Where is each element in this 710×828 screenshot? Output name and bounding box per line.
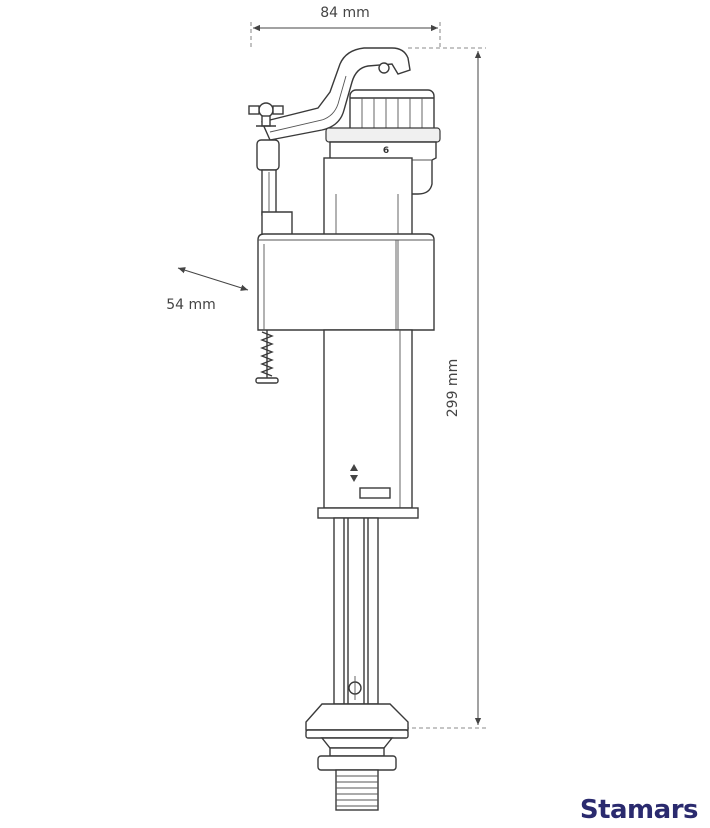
height-label: 299 mm: [445, 359, 461, 417]
float-arm: [261, 47, 411, 141]
upper-tube: [323, 157, 413, 237]
telescopic-shank: [333, 517, 379, 705]
dimension-width: 84 mm: [250, 5, 441, 48]
base-flange: [305, 703, 409, 731]
dimension-depth: 54 mm: [166, 267, 249, 313]
dimension-height: 299 mm: [398, 47, 486, 729]
brand-logo: Stamars: [580, 795, 698, 825]
threaded-inlet: [317, 747, 397, 811]
linkage-rod-cap: [256, 139, 280, 171]
valve-cap: [325, 89, 441, 143]
fill-valve-drawing: 6: [248, 47, 441, 811]
depth-label: 54 mm: [166, 297, 216, 313]
telescopic-collar: [317, 507, 419, 519]
valve-head-label: 6: [383, 146, 389, 156]
adjustment-knob: [248, 102, 284, 127]
double-arrow-icon: [350, 464, 358, 482]
main-tube: [323, 329, 413, 509]
float-box: [257, 233, 435, 331]
width-label: 84 mm: [320, 5, 370, 21]
spring: [255, 330, 279, 384]
